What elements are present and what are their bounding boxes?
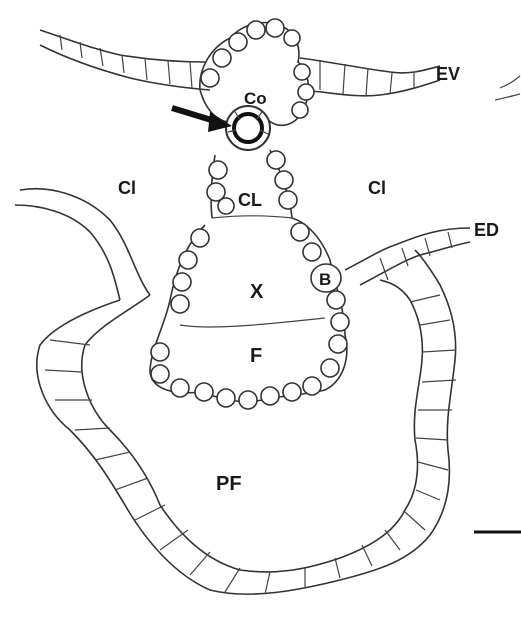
pf-cell-envelope	[15, 189, 456, 594]
label-pf: PF	[216, 473, 242, 495]
label-cl-left: Cl	[118, 178, 136, 198]
ed-cell-sheet	[345, 228, 470, 285]
label-b: B	[319, 270, 331, 289]
nucleus-cell	[226, 106, 270, 150]
label-ed: ED	[474, 220, 499, 240]
label-cl-right: Cl	[368, 178, 386, 198]
label-x: X	[250, 281, 264, 303]
label-ev: EV	[436, 64, 460, 84]
label-cl-center: CL	[238, 190, 262, 210]
label-co: Co	[244, 89, 267, 108]
label-f: F	[250, 345, 262, 367]
x-f-core	[150, 218, 349, 409]
